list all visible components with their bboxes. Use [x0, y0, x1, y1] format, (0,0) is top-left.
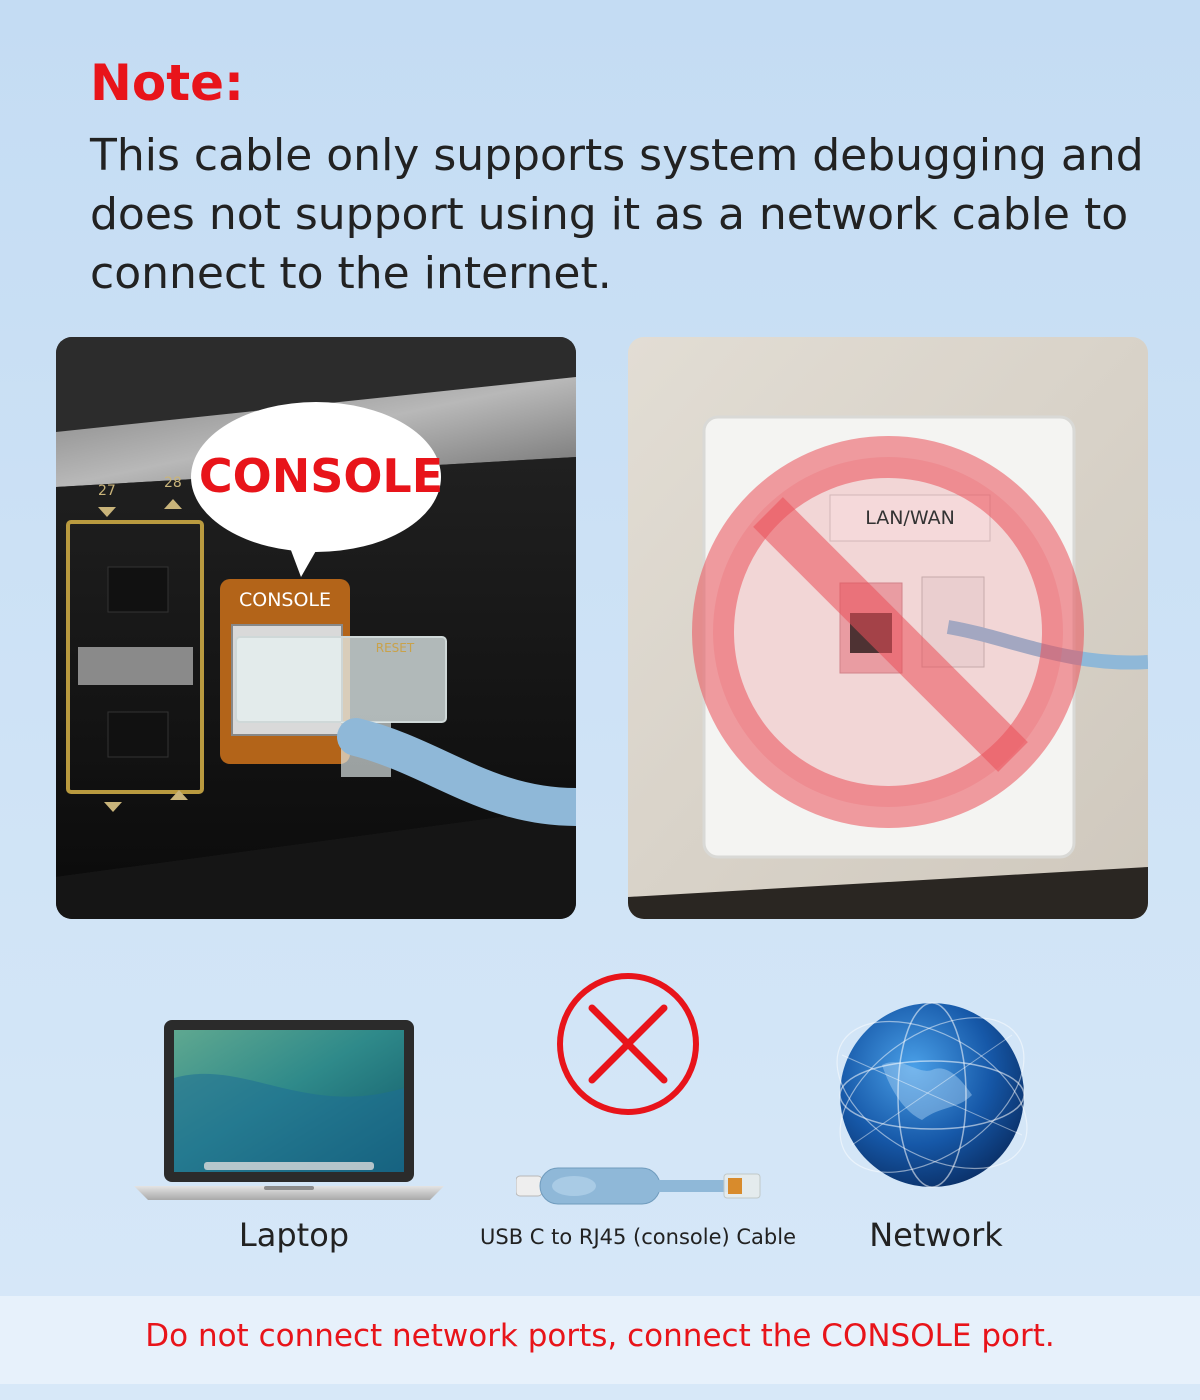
laptop-illustration — [134, 1018, 444, 1200]
usb-c-rj45-cable-icon — [515, 1167, 761, 1205]
cross-icon-wrapper — [554, 970, 702, 1118]
reset-label: RESET — [375, 641, 415, 655]
wall-socket-photo: LAN/WAN — [628, 337, 1148, 919]
globe-icon — [836, 1002, 1028, 1188]
red-x-circle-icon — [557, 973, 699, 1115]
note-text: This cable only supports system debuggin… — [90, 130, 1144, 299]
laptop-label: Laptop — [238, 1216, 350, 1254]
laptop-icon — [134, 1020, 444, 1200]
switch-console-photo: 27 28 CONSOLE CONSOLE RESET — [56, 337, 576, 919]
lan-wan-label: LAN/WAN — [865, 507, 955, 529]
note-label: Note: — [90, 54, 245, 112]
globe-illustration — [822, 985, 1042, 1205]
console-port-label: CONSOLE — [238, 589, 332, 611]
footer-warning: Do not connect network ports, connect th… — [145, 1318, 1055, 1354]
wall-socket-illustration — [628, 337, 1148, 919]
switch-illustration: 27 28 — [56, 337, 576, 919]
cable-label: USB C to RJ45 (console) Cable — [480, 1225, 796, 1249]
footer-band — [0, 1296, 1200, 1384]
network-label: Network — [869, 1216, 1003, 1254]
console-cable-illustration — [515, 1164, 762, 1208]
console-bubble-label: CONSOLE — [198, 449, 444, 503]
svg-text:28: 28 — [164, 475, 182, 491]
svg-text:27: 27 — [98, 483, 116, 499]
